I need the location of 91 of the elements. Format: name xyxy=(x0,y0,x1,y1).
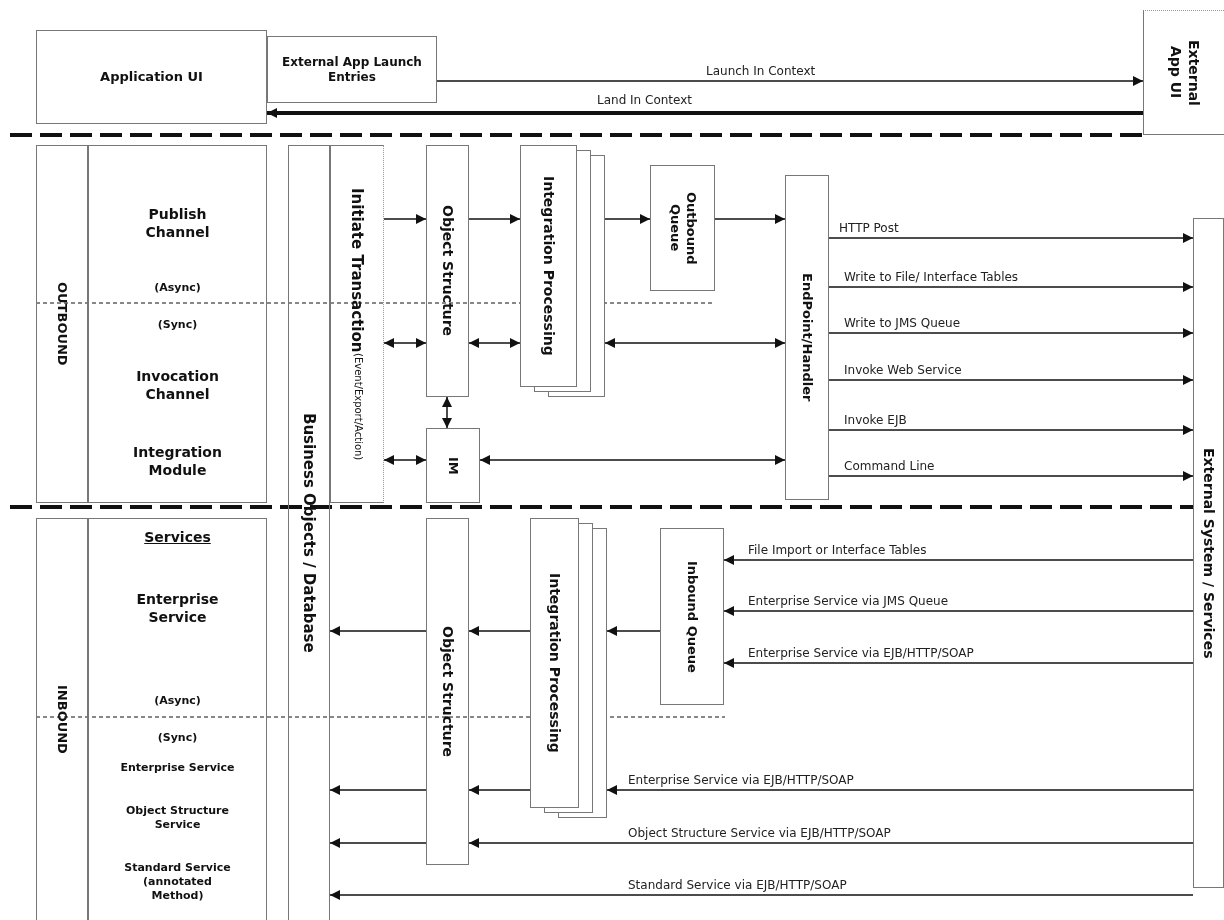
process-box xyxy=(426,518,469,865)
box-label: External App UI xyxy=(1167,38,1202,108)
arrow xyxy=(828,425,1194,435)
process-box xyxy=(1143,10,1224,135)
edge-label: HTTP Post xyxy=(837,221,901,235)
process-box xyxy=(660,528,724,705)
edge-label: File Import or Interface Tables xyxy=(746,543,929,557)
arrow xyxy=(468,626,531,636)
panel-label: Integration Module xyxy=(132,444,223,479)
panel-label: (Sync) xyxy=(156,731,199,745)
arrow xyxy=(723,555,1194,565)
arrow xyxy=(714,214,786,224)
arrow xyxy=(604,214,651,224)
box-label: OUTBOUND xyxy=(54,282,71,366)
stacked-process-box xyxy=(530,518,607,818)
arrow xyxy=(606,626,661,636)
arrow xyxy=(723,606,1194,616)
box-label: Integration Processing xyxy=(546,573,564,753)
process-box xyxy=(36,145,88,503)
box-label: External System / Services xyxy=(1200,447,1218,659)
box-label: Object Structure xyxy=(439,625,457,758)
panel-label: (Sync) xyxy=(156,318,199,332)
panel-label: (Async) xyxy=(153,281,202,295)
process-box xyxy=(267,36,437,103)
edge-label: Invoke Web Service xyxy=(842,363,964,377)
arrow xyxy=(436,76,1144,86)
arrow xyxy=(329,890,1194,900)
arrow xyxy=(383,214,427,224)
box-label: Initiate Transaction xyxy=(347,188,367,353)
edge-label: Write to JMS Queue xyxy=(842,316,963,330)
arrow xyxy=(383,338,427,348)
panel-label: Object Structure Service xyxy=(125,804,230,832)
arrow xyxy=(828,375,1194,385)
arrow xyxy=(383,455,427,465)
process-box xyxy=(330,145,384,503)
arrow xyxy=(604,338,786,348)
box-label: Business Objects / Database xyxy=(299,413,319,653)
arrow xyxy=(468,214,521,224)
panel-label: Invocation Channel xyxy=(135,368,220,403)
edge-label: Launch In Context xyxy=(704,64,818,78)
arrow xyxy=(329,838,427,848)
process-box xyxy=(36,30,267,124)
box-label: IM xyxy=(445,456,462,475)
arrow xyxy=(267,108,1143,118)
stacked-process-box xyxy=(520,145,605,397)
box-label: Outbound Queue xyxy=(666,190,699,267)
box-label: Integration Processing xyxy=(540,176,558,356)
edge-label: Enterprise Service via EJB/HTTP/SOAP xyxy=(746,646,976,660)
panel-label: Standard Service (annotated Method) xyxy=(123,861,232,903)
edge-label: Standard Service via EJB/HTTP/SOAP xyxy=(626,878,849,892)
arrow xyxy=(468,838,1194,848)
arrow xyxy=(828,233,1194,243)
box-label: Application UI xyxy=(99,68,204,86)
process-box xyxy=(426,428,480,503)
process-box xyxy=(785,175,829,500)
arrow xyxy=(828,328,1194,338)
label-panel xyxy=(88,145,267,503)
edge-label: Object Structure Service via EJB/HTTP/SOAP xyxy=(626,826,893,840)
box-sublabel: (Event/Export/Action) xyxy=(353,352,365,460)
process-box xyxy=(36,518,88,920)
panel-label: Services xyxy=(143,529,212,547)
box-label: External App Launch Entries xyxy=(281,54,423,85)
arrow xyxy=(329,785,427,795)
panel-label: Enterprise Service xyxy=(135,591,220,626)
panel-label: Publish Channel xyxy=(144,206,211,241)
arrow xyxy=(828,471,1194,481)
edge-label: Enterprise Service via EJB/HTTP/SOAP xyxy=(626,773,856,787)
edge-label: Enterprise Service via JMS Queue xyxy=(746,594,951,608)
process-box xyxy=(650,165,715,291)
edge-label: Invoke EJB xyxy=(842,413,909,427)
edge-label: Land In Context xyxy=(595,93,695,107)
panel-label: Enterprise Service xyxy=(119,761,236,775)
box-label: Inbound Queue xyxy=(684,560,701,673)
arrow xyxy=(442,396,452,429)
arrow xyxy=(329,626,427,636)
arrow xyxy=(479,455,786,465)
edge-label: Write to File/ Interface Tables xyxy=(842,270,1021,284)
process-box xyxy=(288,145,330,920)
edge-label: Command Line xyxy=(842,459,937,473)
arrow xyxy=(723,658,1194,668)
arrow xyxy=(606,785,1194,795)
arrow xyxy=(468,785,531,795)
box-label: INBOUND xyxy=(54,685,71,754)
box-label: Object Structure xyxy=(439,205,457,337)
box-label: EndPoint/Handler xyxy=(799,273,816,402)
process-box xyxy=(1193,218,1224,888)
arrow xyxy=(828,282,1194,292)
label-panel xyxy=(88,518,267,920)
process-box xyxy=(426,145,469,397)
panel-label: (Async) xyxy=(153,694,202,708)
arrow xyxy=(468,338,521,348)
